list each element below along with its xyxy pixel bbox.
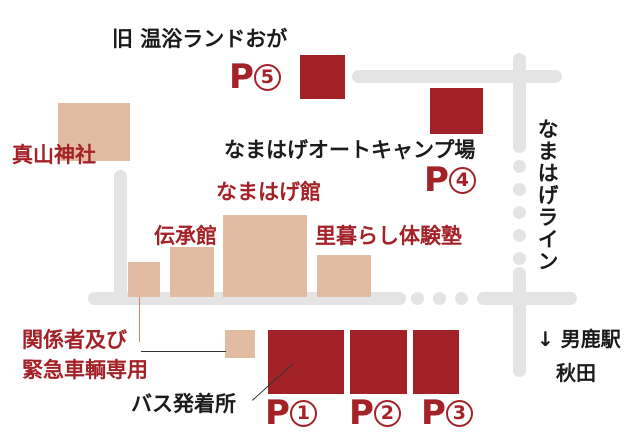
parking-marker-p4: P 4 — [424, 163, 476, 197]
road-dot-vertical-5 — [513, 252, 526, 265]
parking-marker-p3: P 3 — [421, 396, 473, 430]
parking-number-p2: 2 — [373, 399, 401, 427]
parking-marker-p1: P 1 — [265, 396, 317, 430]
road-dot-1 — [411, 292, 424, 305]
label-oga-station: ↓ 男鹿駅 — [537, 327, 621, 351]
parking-letter-p1: P — [265, 393, 290, 433]
parking-lot-p4 — [430, 88, 483, 134]
label-kankeisha-line2: 緊急車輌専用 — [22, 358, 148, 382]
parking-letter-p3: P — [421, 393, 446, 433]
parking-letter-p5: P — [229, 57, 254, 97]
building-denshoukan — [170, 247, 214, 297]
parking-number-p4: 4 — [448, 166, 476, 194]
label-akita: 秋田 — [556, 361, 596, 385]
parking-letter-p4: P — [424, 160, 449, 200]
label-namahage-auto-camp: なまはげオートキャンプ場 — [224, 138, 476, 162]
building-small-west — [128, 262, 160, 297]
road-horizontal-east-lower — [477, 292, 577, 305]
label-satogurashi-taikenjuku: 里暮らし体験塾 — [315, 224, 462, 248]
building-bus-terminal — [225, 330, 255, 358]
building-satogurashi — [317, 255, 371, 297]
road-dot-2 — [433, 292, 446, 305]
parking-lot-p5 — [300, 55, 345, 99]
road-dot-vertical-3 — [513, 206, 526, 219]
parking-number-p1: 1 — [289, 399, 317, 427]
road-dot-vertical-1 — [513, 160, 526, 173]
parking-number-p5: 5 — [253, 63, 281, 91]
road-vertical-namahage-south — [513, 267, 526, 377]
road-vertical-namahage-north — [513, 53, 526, 153]
label-shinzan-jinja: 真山神社 — [12, 143, 96, 167]
parking-lot-p1 — [268, 330, 344, 394]
label-denshoukan: 伝承館 — [154, 224, 217, 248]
parking-lot-p2 — [350, 330, 407, 394]
label-namahage-line: なまはげライン — [535, 118, 560, 272]
parking-letter-p2: P — [349, 393, 374, 433]
building-namahage-kan — [223, 215, 307, 297]
leader-line-kankeisha-vertical — [139, 297, 140, 342]
road-vertical-west — [114, 170, 127, 305]
label-bus-stop: バス発着所 — [131, 392, 236, 416]
parking-marker-p5: P 5 — [229, 60, 281, 94]
leader-line-kankeisha-horizontal — [141, 351, 226, 352]
label-kankeisha-line1: 関係者及び — [22, 328, 127, 352]
page-title-onyoku-land: 旧 温浴ランドおが — [112, 27, 288, 51]
parking-marker-p2: P 2 — [349, 396, 401, 430]
road-dot-vertical-2 — [513, 183, 526, 196]
road-dot-3 — [455, 292, 468, 305]
building-shinzan-jinja — [58, 103, 130, 161]
road-horizontal-north — [352, 70, 562, 83]
road-dot-vertical-4 — [513, 229, 526, 242]
parking-number-p3: 3 — [445, 399, 473, 427]
label-namahage-kan: なまはげ館 — [216, 180, 321, 204]
parking-lot-p3 — [413, 330, 459, 394]
